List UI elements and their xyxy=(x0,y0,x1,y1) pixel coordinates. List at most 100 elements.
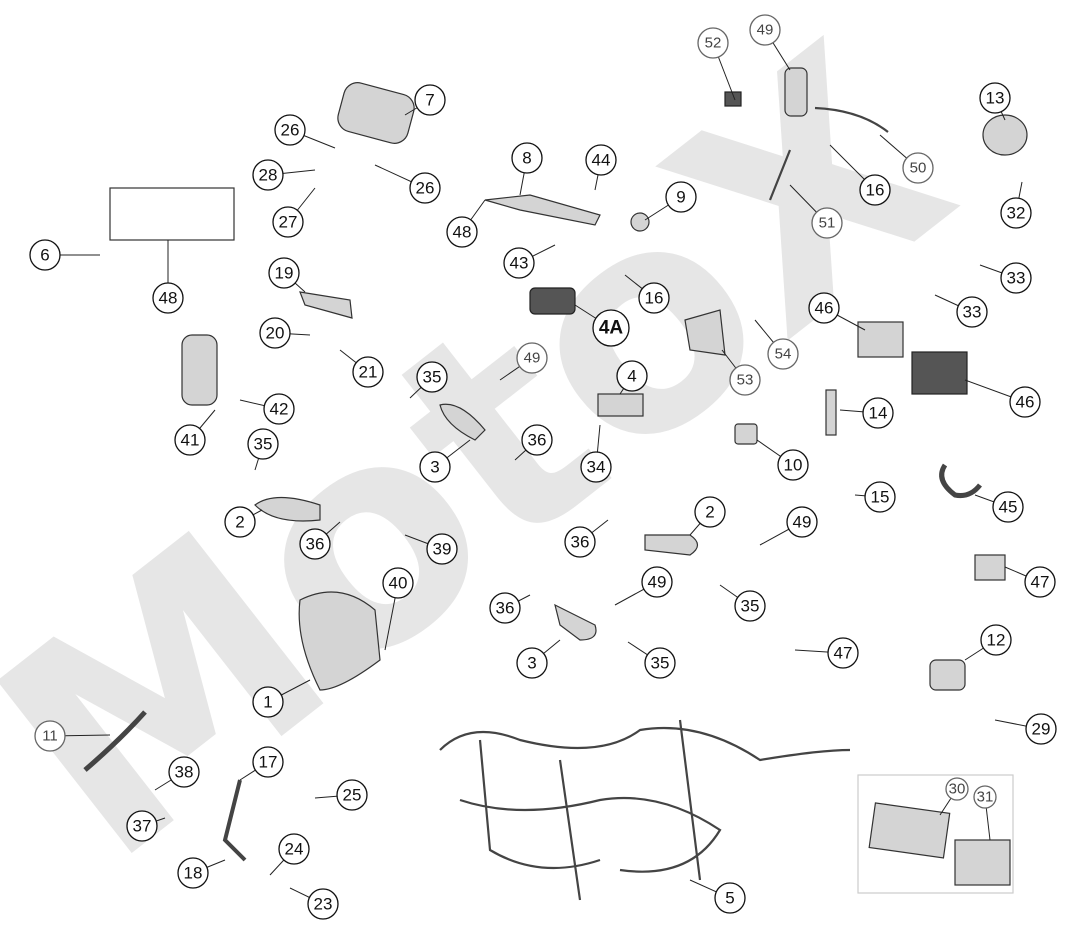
callout-label: 40 xyxy=(389,574,408,593)
callout-41: 41 xyxy=(174,424,206,456)
callout-label: 36 xyxy=(306,535,325,554)
callout-48: 48 xyxy=(152,282,184,314)
callout-label: 50 xyxy=(910,160,927,177)
callout-8: 8 xyxy=(511,142,543,174)
callout-label: 54 xyxy=(775,346,792,363)
callout-36: 36 xyxy=(489,592,521,624)
callout-label: 3 xyxy=(527,654,536,673)
callout-label: 17 xyxy=(259,753,278,772)
regulator-part xyxy=(857,321,904,358)
callout-49: 49 xyxy=(786,506,818,538)
bracket-53-part xyxy=(684,309,726,356)
callout-49: 49 xyxy=(641,566,673,598)
callout-39: 39 xyxy=(426,533,458,565)
callout-label: 3 xyxy=(430,458,439,477)
hose-part xyxy=(814,106,889,133)
callout-45: 45 xyxy=(992,491,1024,523)
callout-54: 54 xyxy=(767,338,799,370)
relay-10-part xyxy=(734,423,758,445)
callout-32: 32 xyxy=(1000,197,1032,229)
callout-label: 47 xyxy=(1031,573,1050,592)
callout-label: 19 xyxy=(275,264,294,283)
callout-21: 21 xyxy=(352,356,384,388)
callout-label: 36 xyxy=(528,431,547,450)
callout-label: 27 xyxy=(279,213,298,232)
callout-11: 11 xyxy=(34,720,66,752)
callout-2: 2 xyxy=(694,496,726,528)
callout-label: 39 xyxy=(433,540,452,559)
callout-16: 16 xyxy=(638,282,670,314)
callout-label: 26 xyxy=(416,179,435,198)
callout-31: 31 xyxy=(973,785,997,809)
box-31-part xyxy=(954,839,1011,886)
callout-35: 35 xyxy=(416,361,448,393)
callout-label: 26 xyxy=(281,121,300,140)
callout-10: 10 xyxy=(777,449,809,481)
callout-16: 16 xyxy=(859,174,891,206)
wiring-harness-part xyxy=(439,719,851,901)
callout-label: 46 xyxy=(1016,393,1035,412)
callout-14: 14 xyxy=(862,397,894,429)
callout-49: 49 xyxy=(516,342,548,374)
callout-43: 43 xyxy=(503,247,535,279)
callout-label: 25 xyxy=(343,786,362,805)
bracket-17-part xyxy=(222,779,247,862)
callout-40: 40 xyxy=(382,567,414,599)
callout-label: 4 xyxy=(627,367,636,386)
callout-label: 45 xyxy=(999,498,1018,517)
callout-label: 6 xyxy=(40,246,49,265)
callout-label: 31 xyxy=(977,789,994,806)
callout-label: 53 xyxy=(737,372,754,389)
callout-47: 47 xyxy=(1024,566,1056,598)
box-30-part xyxy=(868,802,951,859)
callout-label: 10 xyxy=(784,456,803,475)
callout-20: 20 xyxy=(259,317,291,349)
callout-33: 33 xyxy=(1000,262,1032,294)
coil-part xyxy=(825,389,837,436)
callout-36: 36 xyxy=(564,526,596,558)
callout-36: 36 xyxy=(299,528,331,560)
callout-12: 12 xyxy=(980,624,1012,656)
callout-label: 18 xyxy=(184,864,203,883)
callout-label: 35 xyxy=(423,368,442,387)
callout-label: 41 xyxy=(181,431,200,450)
callout-24: 24 xyxy=(278,833,310,865)
callout-label: 48 xyxy=(453,223,472,242)
callout-label: 36 xyxy=(496,599,515,618)
callout-label: 4A xyxy=(599,318,624,339)
callout-label: 44 xyxy=(592,151,611,170)
cdi-part xyxy=(911,351,968,395)
callout-label: 49 xyxy=(524,350,541,367)
callout-42: 42 xyxy=(263,393,295,425)
callout-23: 23 xyxy=(307,888,339,920)
speedometer-part xyxy=(337,82,415,144)
callout-label: 23 xyxy=(314,895,333,914)
callout-49: 49 xyxy=(749,14,781,46)
callout-label: 32 xyxy=(1007,204,1026,223)
callout-46: 46 xyxy=(808,292,840,324)
callout-label: 8 xyxy=(522,149,531,168)
callout-label: 33 xyxy=(963,303,982,322)
relay-4-part xyxy=(597,393,644,417)
box-frame-part xyxy=(857,774,1014,894)
callout-48: 48 xyxy=(446,216,478,248)
bracket-part xyxy=(484,194,601,226)
callout-6: 6 xyxy=(29,239,61,271)
relay-4a-part xyxy=(529,287,576,315)
callout-27: 27 xyxy=(272,206,304,238)
callout-label: 35 xyxy=(741,597,760,616)
callout-label: 46 xyxy=(815,299,834,318)
callout-label: 35 xyxy=(651,654,670,673)
callout-label: 33 xyxy=(1007,269,1026,288)
callout-30: 30 xyxy=(945,777,969,801)
callout-label: 49 xyxy=(648,573,667,592)
callout-35: 35 xyxy=(247,428,279,460)
indicator-3r-part xyxy=(439,403,486,441)
callout-2: 2 xyxy=(224,506,256,538)
callout-label: 51 xyxy=(819,215,836,232)
callout-3: 3 xyxy=(516,647,548,679)
callout-18: 18 xyxy=(177,857,209,889)
